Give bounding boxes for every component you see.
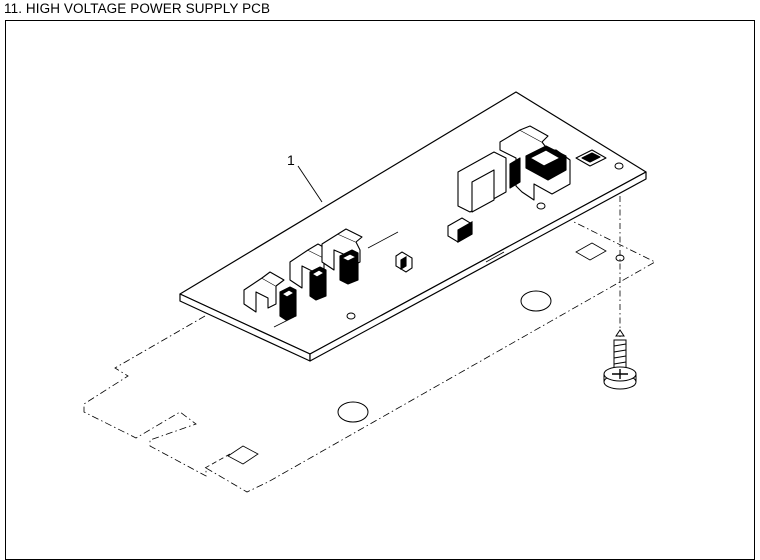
jumper-component bbox=[395, 251, 413, 273]
chip-component bbox=[447, 217, 473, 243]
pcb-hole bbox=[346, 312, 356, 320]
mounting-hole-right bbox=[520, 290, 552, 312]
screw bbox=[603, 329, 637, 390]
plate-marking bbox=[227, 445, 259, 465]
plate-marking bbox=[575, 242, 607, 261]
plate-marking bbox=[204, 453, 231, 469]
callout-leader-1 bbox=[297, 165, 323, 203]
pcb-board bbox=[179, 91, 647, 362]
pcb-hole bbox=[614, 162, 624, 170]
callout-label-1: 1 bbox=[287, 152, 295, 168]
mounting-hole-left bbox=[337, 401, 369, 423]
pcb-hole bbox=[536, 202, 546, 210]
page-title: 11. HIGH VOLTAGE POWER SUPPLY PCB bbox=[4, 1, 271, 16]
hv-connector-bracket bbox=[457, 125, 607, 213]
connector-block bbox=[321, 228, 363, 285]
connector-block bbox=[243, 271, 297, 321]
mounting-plate-outline bbox=[83, 221, 656, 493]
